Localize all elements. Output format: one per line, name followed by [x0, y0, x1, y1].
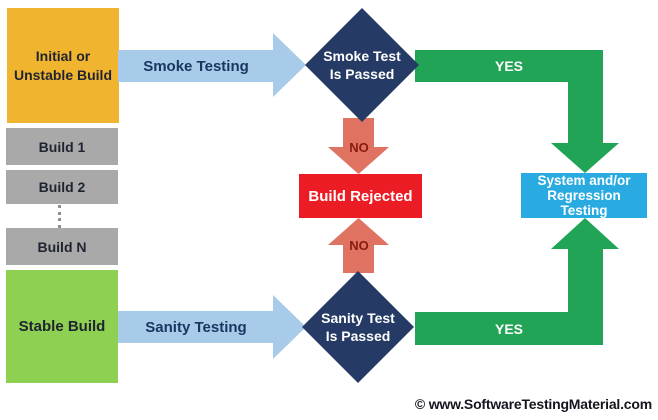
build-2-node: Build 2 [6, 170, 118, 204]
build-rejected-node: Build Rejected [299, 174, 422, 218]
yes-arrow-top-vertical [568, 50, 603, 143]
sanity-testing-arrow: Sanity Testing [118, 311, 274, 343]
sanity-test-decision-node: Sanity Test Is Passed [302, 271, 414, 383]
no-label-bottom: NO [349, 238, 369, 253]
smoke-testing-arrow: Smoke Testing [118, 50, 274, 82]
initial-unstable-build-node: Initial or Unstable Build [7, 8, 119, 123]
ellipsis-connector [58, 205, 61, 228]
smoke-test-decision-node: Smoke Test Is Passed [305, 8, 419, 122]
copyright-text: © www.SoftwareTestingMaterial.com [414, 396, 652, 412]
no-label-top: NO [349, 140, 369, 155]
yes-arrow-bottom: YES [415, 312, 603, 345]
yes-arrow-down-icon [551, 143, 619, 173]
smoke-testing-arrowhead-icon [273, 33, 306, 97]
system-regression-testing-node: System and/or Regression Testing [521, 173, 647, 218]
stable-build-node: Stable Build [6, 270, 118, 383]
build-n-node: Build N [6, 228, 118, 265]
build-1-node: Build 1 [6, 128, 118, 165]
sanity-testing-arrowhead-icon [273, 295, 306, 359]
no-arrow-bottom-stem [343, 245, 374, 273]
yes-arrow-up-icon [551, 218, 619, 249]
no-arrow-top-stem [343, 118, 374, 147]
